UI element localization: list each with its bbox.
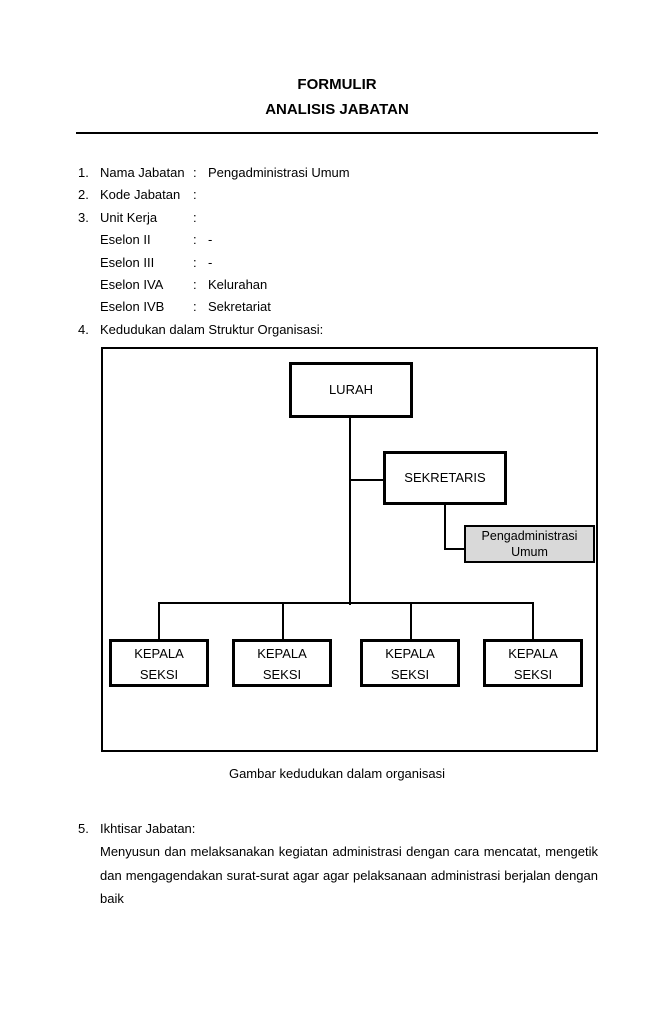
summary-heading-row: 5. Ikhtisar Jabatan: (0, 817, 663, 840)
org-node-kepala-line1: KEPALA (134, 646, 184, 661)
org-node-pengadministrasi-line2: Umum (511, 545, 548, 559)
item-value: Kelurahan (208, 276, 268, 292)
item-label: Nama Jabatan (100, 165, 185, 180)
connector-drop-seksi-1 (158, 602, 160, 641)
item-label: Unit Kerja (100, 209, 158, 225)
item-value: - (208, 254, 213, 270)
connector-lurah-down (349, 418, 351, 605)
item-number: 3. (78, 209, 89, 225)
item-colon: : (193, 165, 197, 180)
item-colon: : (193, 232, 197, 248)
item-colon: : (193, 254, 197, 270)
summary-label: Ikhtisar Jabatan: (100, 821, 196, 836)
org-node-kepala-seksi-1: KEPALA SEKSI (109, 639, 209, 687)
item-label: Kode Jabatan (100, 187, 181, 203)
org-node-kepala-seksi-2: KEPALA SEKSI (232, 639, 332, 687)
item-value: Sekretariat (208, 299, 271, 315)
org-node-kepala-seksi-3: KEPALA SEKSI (360, 639, 460, 687)
form-row-kedudukan: 4. Kedudukan dalam Struktur Organisasi: (0, 319, 663, 341)
item-number: 1. (78, 165, 89, 180)
org-node-sekretaris-label: SEKRETARIS (404, 470, 486, 485)
title-line-analisis-jabatan: ANALISIS JABATAN (265, 101, 409, 118)
form-row-nama-jabatan: 1. Nama Jabatan : Pengadministrasi Umum (0, 162, 663, 184)
form-row-eselon-ii: Eselon II : - (0, 229, 663, 251)
form-row-eselon-iii: Eselon III : - (0, 252, 663, 274)
org-node-sekretaris: SEKRETARIS (383, 451, 507, 505)
item-colon: : (193, 209, 197, 225)
form-row-eselon-ivb: Eselon IVB : Sekretariat (0, 296, 663, 318)
summary-paragraph: Menyusun dan melaksanakan kegiatan admin… (100, 844, 598, 907)
org-node-kepala-line1: KEPALA (508, 646, 558, 661)
item-value: Pengadministrasi Umum (208, 165, 350, 180)
item-colon: : (193, 299, 197, 315)
item-label: Eselon IVB (100, 299, 165, 315)
org-node-pengadministrasi-umum: Pengadministrasi Umum (464, 525, 595, 563)
connector-drop-seksi-3 (410, 602, 412, 641)
org-node-kepala-seksi-4: KEPALA SEKSI (483, 639, 583, 687)
org-node-kepala-line2: SEKSI (390, 667, 430, 682)
org-chart-frame: LURAH SEKRETARIS Pengadministrasi Umum K… (101, 347, 598, 752)
item-label: Eselon III (100, 254, 155, 270)
title-line-formulir: FORMULIR (297, 76, 377, 93)
item-value: - (208, 232, 213, 248)
item-label: Kedudukan dalam Struktur Organisasi: (100, 321, 324, 337)
document-title: FORMULIR ANALISIS JABATAN (76, 72, 598, 122)
item-label: Eselon II (100, 232, 151, 248)
org-node-lurah: LURAH (289, 362, 413, 418)
org-node-kepala-line1: KEPALA (385, 646, 435, 661)
connector-sekretaris-down (444, 505, 446, 550)
item-number: 2. (78, 187, 89, 203)
org-node-kepala-line2: SEKSI (139, 667, 179, 682)
item-colon: : (193, 276, 197, 292)
form-row-unit-kerja: 3. Unit Kerja : (0, 207, 663, 229)
connector-distribution (158, 602, 534, 604)
org-chart-caption: Gambar kedudukan dalam organisasi (228, 766, 446, 781)
title-divider-rule (76, 132, 598, 134)
item-number: 5. (78, 821, 89, 836)
form-list: 1. Nama Jabatan : Pengadministrasi Umum … (0, 162, 663, 341)
item-label: Eselon IVA (100, 276, 164, 292)
connector-to-sekretaris (349, 479, 385, 481)
connector-drop-seksi-2 (282, 602, 284, 641)
org-node-pengadministrasi-line1: Pengadministrasi (481, 529, 578, 543)
form-row-eselon-iva: Eselon IVA : Kelurahan (0, 274, 663, 296)
connector-to-pengadministrasi (444, 548, 466, 550)
org-node-lurah-label: LURAH (328, 382, 374, 397)
org-node-kepala-line2: SEKSI (513, 667, 553, 682)
item-colon: : (193, 187, 197, 203)
item-number: 4. (78, 321, 89, 337)
form-row-kode-jabatan: 2. Kode Jabatan : (0, 184, 663, 206)
connector-drop-seksi-4 (532, 602, 534, 641)
org-node-kepala-line2: SEKSI (262, 667, 302, 682)
org-node-kepala-line1: KEPALA (257, 646, 307, 661)
